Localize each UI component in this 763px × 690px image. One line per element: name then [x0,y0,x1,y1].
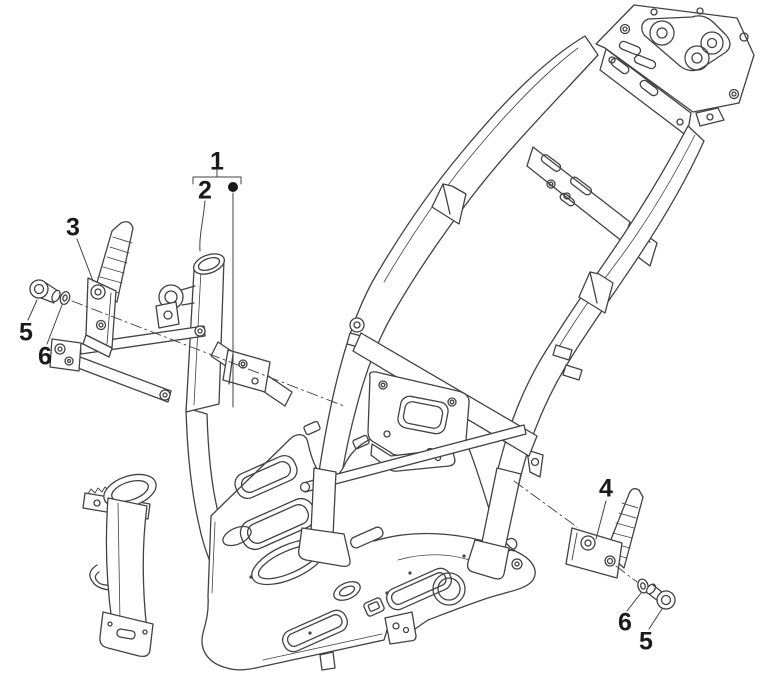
axis-line-right-upper [513,480,578,528]
footrest-right [565,488,644,579]
callout-5-left-leader [27,299,38,321]
callout-6-left: 6 [38,342,52,371]
callout-1-bracket [192,169,242,185]
bolt-left [29,279,61,304]
callout-4-leader [595,500,607,540]
callout-5-left: 5 [19,318,33,347]
callout-2-leader [199,200,206,252]
washer-right [637,578,649,594]
callout-3-leader [76,238,94,282]
callout-5-right-leader [648,608,663,630]
callout-1-dot [228,182,238,192]
callout-leader-lines [27,169,663,630]
callout-6-right: 6 [618,608,632,637]
washer-left [59,291,71,305]
steering-head-tube-opening [193,253,225,275]
callout-2: 2 [198,176,212,205]
cable-guide-tab-right [578,271,614,314]
front-bracket-arms [49,325,206,403]
callout-3: 3 [66,213,80,242]
callout-4: 4 [599,474,613,503]
callout-1: 1 [210,147,224,176]
spring-hook [89,564,119,591]
floor-pan [201,418,536,671]
footrest-left [82,221,134,358]
cable-guide-tab-left [431,183,467,225]
lower-cross-bar [299,424,527,493]
steering-head-and-downtube [49,253,293,658]
callout-5-right: 5 [639,627,653,656]
callout-6-right-leader [626,592,642,612]
assembly-axis-lines [71,300,638,583]
callout-6-left-leader [46,304,63,345]
axis-line-right-lower [615,565,638,583]
bolt-right [645,583,676,610]
axis-line-left [71,300,345,407]
tube-feet [298,467,522,580]
